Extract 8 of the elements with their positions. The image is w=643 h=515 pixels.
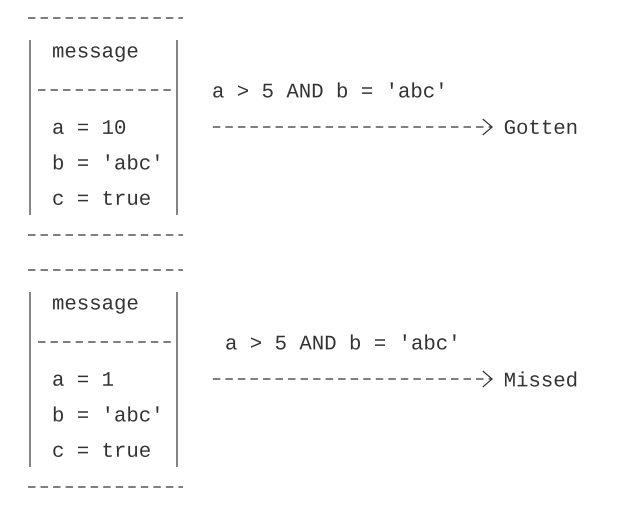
message-box: message a = 1 b = 'abc' c = true [28,269,183,488]
result-text: Missed [504,371,576,387]
edge-label: a > 5 AND b = 'abc' [226,334,456,350]
edge-label: a > 5 AND b = 'abc' [213,82,443,98]
arrow [212,118,493,136]
arrow [212,370,493,388]
message-box: message a = 10 b = 'abc' c = true [28,17,183,236]
result-text: Gotten [504,120,576,134]
